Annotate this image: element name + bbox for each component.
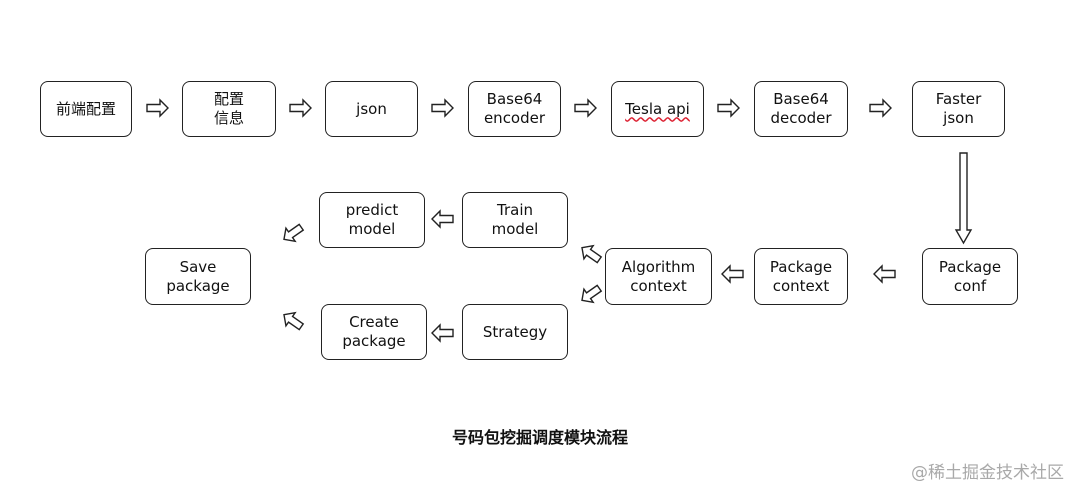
node-algorithm-context: Algorithm context <box>605 248 712 305</box>
node-strategy: Strategy <box>462 304 568 360</box>
arrow-5-6 <box>717 99 740 117</box>
node-label: 前端配置 <box>55 99 116 118</box>
arrow-4-5 <box>574 99 597 117</box>
node-label: Tesla api <box>625 99 690 118</box>
node-label: Strategy <box>482 322 548 341</box>
node-train-model: Train model <box>462 192 568 248</box>
node-frontend-config: 前端配置 <box>40 81 132 137</box>
node-label: Algorithm context <box>621 257 696 295</box>
node-json: json <box>325 81 418 137</box>
node-base64-encoder: Base64 encoder <box>468 81 561 137</box>
watermark: @稀土掘金技术社区 <box>911 463 1064 483</box>
arrow-14-15 <box>278 307 307 334</box>
node-config-info: 配置 信息 <box>182 81 276 137</box>
node-label: Base64 decoder <box>770 90 832 127</box>
arrow-11-12 <box>431 210 454 228</box>
arrow-7-8 <box>954 152 973 245</box>
node-label: Save package <box>166 257 230 295</box>
diagram-caption: 号码包挖掘调度模块流程 <box>451 428 628 447</box>
arrow-10-11 <box>576 240 605 267</box>
node-predict-model: predict model <box>319 192 425 248</box>
node-label: Faster json <box>935 90 982 127</box>
node-faster-json: Faster json <box>912 81 1005 137</box>
node-package-context: Package context <box>754 248 848 305</box>
node-label: 配置 信息 <box>213 90 244 127</box>
arrow-10-13 <box>576 281 605 308</box>
node-package-conf: Package conf <box>922 248 1018 305</box>
arrow-6-7 <box>869 99 892 117</box>
node-save-package: Save package <box>145 248 251 305</box>
node-create-package: Create package <box>321 304 427 360</box>
arrow-2-3 <box>289 99 312 117</box>
node-label: Create package <box>342 313 406 350</box>
node-label: Package conf <box>938 257 1002 295</box>
node-label: Base64 encoder <box>483 90 546 127</box>
node-tesla-api: Tesla api <box>611 81 704 137</box>
arrow-13-14 <box>431 324 454 342</box>
arrow-1-2 <box>146 99 169 117</box>
node-label: predict model <box>345 201 399 238</box>
node-base64-decoder: Base64 decoder <box>754 81 848 137</box>
node-label: json <box>356 99 387 118</box>
node-label: Package context <box>769 257 833 295</box>
arrow-3-4 <box>431 99 454 117</box>
arrow-8-9 <box>873 265 896 283</box>
arrow-12-15 <box>278 220 307 247</box>
arrow-9-10 <box>721 265 744 283</box>
node-label: Train model <box>491 201 539 238</box>
